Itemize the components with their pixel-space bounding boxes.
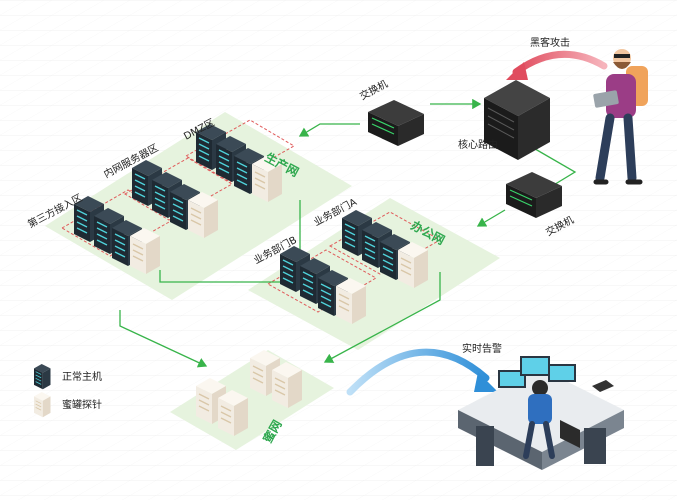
core-router [484,80,550,160]
hacker-figure [593,49,648,185]
legend-honeypot-probe-icon [33,391,51,418]
alert-arrow-head [474,372,498,392]
legend-normal-host-icon [33,363,51,390]
operator-desk [458,356,624,470]
legend: 正常主机 蜜罐探针 [33,363,102,418]
attack-arrow-head [506,62,528,80]
network-links [119,98,577,368]
legend-normal-host-label: 正常主机 [62,370,102,383]
alert-arrow [346,348,490,396]
office-zone [248,198,500,350]
hacker-attack-label: 黑客攻击 [530,36,570,49]
core-router-label: 核心路由 [458,138,498,151]
legend-honeypot-probe-label: 蜜罐探针 [62,398,102,411]
dmz-area [184,119,296,183]
realtime-alert-label: 实时告警 [462,342,502,355]
dept-b-area [266,249,378,313]
